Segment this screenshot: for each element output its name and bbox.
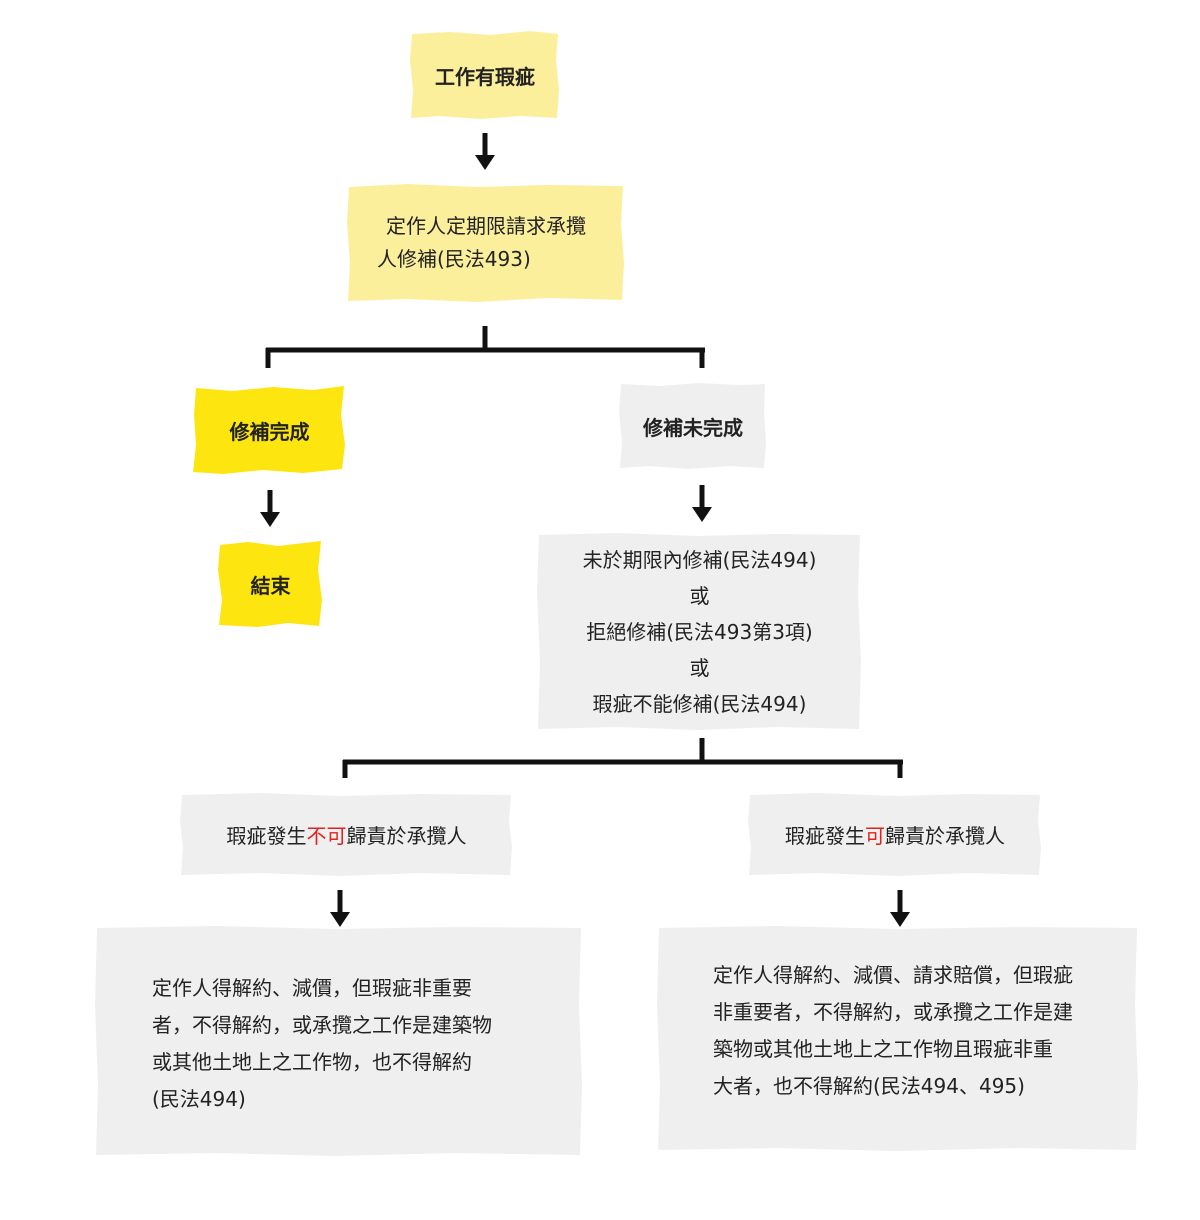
result-na-line-3: 或其他土地上之工作物，也不得解約 — [152, 1050, 472, 1074]
condition-or-2: 或 — [689, 656, 710, 680]
result-not-attributable-text: 定作人得解約、減價，但瑕疵非重要 者，不得解約，或承攬之工作是建築物 或其他土地… — [152, 970, 492, 1118]
attributable-text: 瑕疵發生可歸責於承攬人 — [748, 792, 1042, 877]
condition-line-2: 拒絕修補(民法493第3項) — [586, 620, 813, 644]
defect-label: 工作有瑕疵 — [435, 64, 535, 89]
result-na-line-1: 定作人得解約、減價，但瑕疵非重要 — [152, 976, 472, 1000]
branch-after-conditions — [342, 738, 903, 778]
arrow-notdone-to-conditions — [692, 485, 712, 522]
result-na-line-2: 者，不得解約，或承攬之工作是建築物 — [152, 1013, 492, 1037]
result-a-line-3: 築物或其他土地上之工作物且瑕疵非重 — [713, 1037, 1053, 1061]
node-attributable: 瑕疵發生可歸責於承攬人 — [748, 792, 1042, 877]
repair-done-label: 修補完成 — [229, 419, 310, 444]
node-not-attributable: 瑕疵發生不可歸責於承攬人 — [180, 792, 513, 877]
failure-conditions-text: 未於期限內修補(民法494) 或 拒絕修補(民法493第3項) 或 瑕疵不能修補… — [537, 532, 862, 732]
end-label: 結束 — [250, 573, 291, 598]
rough-box-shape — [95, 926, 582, 1156]
rough-box-shape — [537, 533, 861, 730]
branch-after-request — [265, 326, 705, 368]
request-repair-line-2: 人修補(民法493) — [377, 247, 531, 271]
rough-box-shape — [748, 793, 1041, 876]
node-end: 結束 — [218, 540, 323, 628]
arrow-defect-to-request — [475, 133, 495, 170]
rough-box-shape — [657, 926, 1138, 1151]
node-defect: 工作有瑕疵 — [410, 30, 560, 120]
not-attributable-text: 瑕疵發生不可歸責於承攬人 — [180, 792, 513, 877]
not-attributable-highlight: 不可 — [306, 824, 347, 848]
rough-box-shape — [193, 386, 345, 474]
not-attributable-post: 歸責於承攬人 — [346, 824, 467, 848]
node-failure-conditions: 未於期限內修補(民法494) 或 拒絕修補(民法493第3項) 或 瑕疵不能修補… — [537, 532, 862, 732]
attributable-highlight: 可 — [865, 824, 885, 848]
rough-box-shape — [619, 383, 766, 469]
attributable-pre: 瑕疵發生 — [785, 824, 865, 848]
repair-not-done-label: 修補未完成 — [643, 415, 743, 440]
arrow-done-to-end — [260, 490, 280, 527]
result-a-line-4: 大者，也不得解約(民法494、495) — [713, 1074, 1025, 1098]
arrow-not-attributable-to-result — [330, 890, 350, 927]
condition-or-1: 或 — [689, 584, 710, 608]
attributable-post: 歸責於承攬人 — [885, 824, 1005, 848]
rough-box-shape — [218, 541, 322, 627]
result-a-line-1: 定作人得解約、減價、請求賠償，但瑕疵 — [713, 963, 1073, 987]
rough-box-shape — [180, 793, 512, 876]
node-repair-done: 修補完成 — [193, 385, 346, 475]
result-attributable-text: 定作人得解約、減價、請求賠償，但瑕疵 非重要者，不得解約，或承攬之工作是建 築物… — [713, 957, 1073, 1105]
result-a-line-2: 非重要者，不得解約，或承攬之工作是建 — [713, 1000, 1073, 1024]
rough-box-shape — [410, 31, 559, 119]
request-repair-text: 定作人定期限請求承攬 人修補(民法493) — [347, 183, 625, 303]
node-result-attributable: 定作人得解約、減價、請求賠償，但瑕疵 非重要者，不得解約，或承攬之工作是建 築物… — [657, 925, 1139, 1153]
not-attributable-pre: 瑕疵發生 — [226, 824, 307, 848]
node-request-repair: 定作人定期限請求承攬 人修補(民法493) — [347, 183, 625, 303]
result-na-line-4: (民法494) — [152, 1087, 246, 1111]
request-repair-line-1: 定作人定期限請求承攬 — [386, 214, 586, 238]
node-repair-not-done: 修補未完成 — [619, 382, 767, 470]
condition-line-3: 瑕疵不能修補(民法494) — [592, 692, 807, 716]
arrow-attributable-to-result — [890, 890, 910, 927]
rough-box-shape — [347, 184, 624, 302]
node-result-not-attributable: 定作人得解約、減價，但瑕疵非重要 者，不得解約，或承攬之工作是建築物 或其他土地… — [95, 925, 583, 1158]
condition-line-1: 未於期限內修補(民法494) — [582, 548, 817, 572]
